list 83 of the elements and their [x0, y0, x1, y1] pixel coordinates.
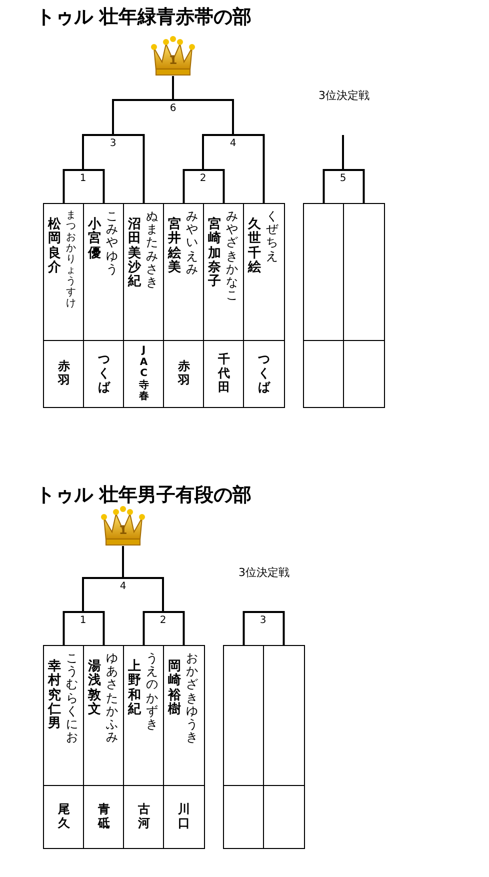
- club-name: つくば: [258, 353, 270, 395]
- bracket-line: [112, 99, 173, 135]
- match-number: 5: [340, 173, 346, 186]
- bracket-line: [83, 611, 105, 645]
- bracket-title: 3位決定戦: [238, 565, 290, 580]
- empty-bracket-slot: [223, 645, 264, 849]
- club-name: 尾久: [58, 803, 70, 831]
- rank-number: 1: [168, 54, 178, 67]
- club-name: 古河: [138, 803, 150, 831]
- name-reading: くぜちえ: [266, 210, 278, 263]
- club-name: 赤羽: [178, 360, 190, 388]
- bracket-line: [172, 75, 174, 100]
- name-reading: おかざきゆうき: [186, 652, 198, 744]
- name-reading: ぬまたみさき: [146, 210, 158, 290]
- bracket-line: [122, 545, 124, 578]
- player-column: [83, 203, 124, 408]
- match-number: 6: [170, 103, 176, 116]
- player-column: [203, 203, 244, 408]
- bracket-line: [263, 611, 285, 645]
- match-number: 3: [110, 138, 116, 151]
- club-name: 川口: [178, 803, 190, 831]
- player-name: 久世千絵: [248, 218, 261, 276]
- match-number: 1: [80, 173, 86, 186]
- bracket-line: [82, 134, 113, 170]
- bracket-line: [173, 99, 234, 135]
- club-name: 青砥: [98, 803, 110, 831]
- player-column: [43, 645, 84, 849]
- bracket-line: [322, 169, 343, 203]
- player-column: [123, 645, 164, 849]
- name-reading: まつおかりょうすけ: [66, 210, 76, 309]
- club-name: つくば: [98, 353, 110, 395]
- player-column: [163, 203, 204, 408]
- bracket-line: [182, 169, 203, 203]
- match-number: 1: [80, 615, 86, 628]
- match-number: 4: [120, 581, 126, 594]
- bracket-line: [123, 577, 164, 612]
- match-number: 4: [230, 138, 236, 151]
- empty-bracket-slot: [263, 645, 304, 849]
- player-column: [83, 645, 124, 849]
- match-number: 2: [160, 615, 166, 628]
- empty-bracket-slot: [303, 203, 344, 408]
- bracket-line: [202, 134, 233, 170]
- bracket-line: [203, 169, 225, 203]
- player-column: [163, 645, 204, 849]
- section-heading: トゥル 壮年男子有段の部: [36, 483, 252, 508]
- bracket-line: [342, 135, 344, 170]
- name-reading: ゆあさたかふみ: [106, 652, 118, 744]
- bracket-line: [343, 169, 365, 203]
- section-heading: トゥル 壮年緑青赤帯の部: [36, 5, 252, 30]
- bracket-line: [82, 577, 123, 612]
- match-number: 2: [200, 173, 206, 186]
- player-name: 松岡良介: [48, 218, 61, 276]
- player-column: [43, 203, 84, 408]
- player-column: [243, 203, 284, 408]
- bracket-line: [62, 611, 83, 645]
- name-reading: うえのかずき: [146, 652, 158, 732]
- club-name: JAC寺春: [138, 345, 149, 403]
- name-reading: こみやゆう: [106, 210, 118, 276]
- player-name: 宮井絵美: [168, 218, 181, 276]
- rank-number: 1: [118, 524, 128, 537]
- player-name: 湯浅敦文: [88, 660, 101, 718]
- bracket-line: [163, 611, 185, 645]
- player-name: 幸村究仁男: [48, 660, 61, 732]
- name-reading: みやいえみ: [186, 210, 198, 276]
- name-reading: こうむらくにお: [66, 652, 78, 744]
- player-name: 小宮優: [88, 218, 101, 261]
- bracket-title: 3位決定戦: [318, 88, 370, 103]
- bracket-line: [242, 611, 263, 645]
- bracket-line: [62, 169, 83, 203]
- bracket-line: [83, 169, 105, 203]
- player-name: 宮崎加奈子: [208, 218, 221, 290]
- player-name: 上野和紀: [128, 660, 141, 718]
- bracket-line: [113, 134, 145, 203]
- bracket-line: [142, 611, 163, 645]
- club-name: 千代田: [218, 353, 230, 395]
- club-name: 赤羽: [58, 360, 70, 388]
- empty-bracket-slot: [343, 203, 384, 408]
- match-number: 3: [260, 615, 266, 628]
- player-name: 沼田美沙紀: [128, 218, 141, 290]
- bracket-line: [233, 134, 265, 203]
- player-name: 岡崎裕樹: [168, 660, 181, 718]
- name-reading: みやざきかなこ: [226, 210, 238, 302]
- player-column: [123, 203, 164, 408]
